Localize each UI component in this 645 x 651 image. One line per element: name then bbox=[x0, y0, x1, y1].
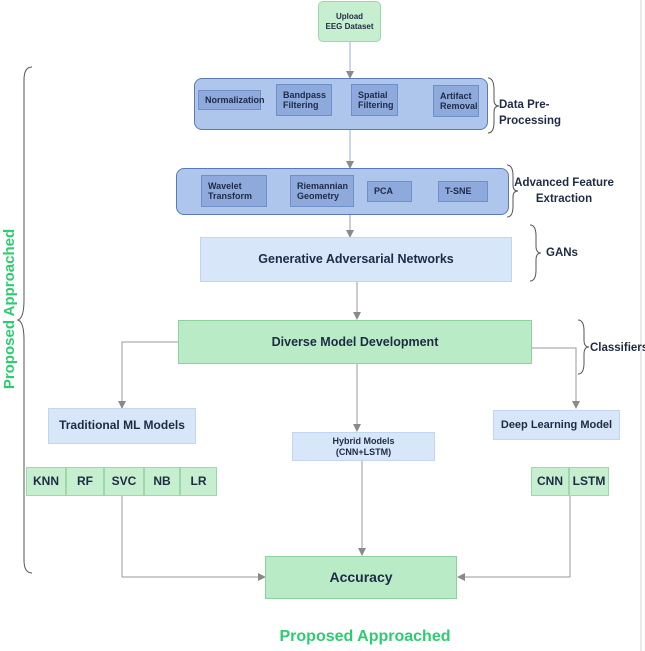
upload-dataset-box: Upload EEG Dataset bbox=[318, 1, 381, 42]
dl-item-lstm: LSTM bbox=[569, 467, 609, 496]
dl-item-cnn: CNN bbox=[531, 467, 569, 496]
feature-item-wavelet: Wavelet Transform bbox=[201, 175, 267, 207]
brace-classifiers bbox=[577, 319, 590, 375]
brace-gans bbox=[529, 224, 542, 282]
arrow-models-traditional bbox=[118, 341, 178, 409]
arrow-models-deep bbox=[532, 347, 580, 409]
preproc-item-bandpass: Bandpass Filtering bbox=[276, 84, 332, 116]
figure-caption: Proposed Approached bbox=[279, 628, 451, 645]
accuracy-box: Accuracy bbox=[265, 556, 457, 599]
traditional-ml-box: Traditional ML Models bbox=[48, 408, 196, 444]
preproc-item-normalization: Normalization bbox=[198, 90, 265, 110]
hybrid-models-box: Hybrid Models (CNN+LSTM) bbox=[292, 432, 435, 461]
brace-features bbox=[506, 164, 519, 218]
ml-item-knn: KNN bbox=[26, 467, 66, 496]
ml-item-lr: LR bbox=[180, 467, 217, 496]
arrow-traditional-accuracy bbox=[121, 495, 266, 581]
classifiers-label: Classifiers bbox=[590, 342, 645, 354]
features-label: Advanced Feature Extraction bbox=[514, 177, 614, 205]
feature-item-riemannian: Riemannian Geometry bbox=[290, 175, 354, 207]
left-brace bbox=[16, 66, 33, 574]
brace-preprocessing bbox=[487, 77, 500, 134]
model-development-box: Diverse Model Development bbox=[178, 320, 532, 364]
preproc-item-spatial: Spatial Filtering bbox=[351, 84, 398, 116]
arrow-deep-accuracy bbox=[457, 496, 571, 581]
preprocessing-label: Data Pre-Processing bbox=[499, 99, 561, 127]
preproc-item-artifact: Artifact Removal bbox=[433, 85, 479, 117]
gans-box: Generative Adversarial Networks bbox=[200, 237, 512, 282]
feature-item-pca: PCA bbox=[367, 181, 412, 202]
ml-item-nb: NB bbox=[144, 467, 180, 496]
ml-item-rf: RF bbox=[66, 467, 104, 496]
deep-learning-box: Deep Learning Model bbox=[493, 410, 620, 440]
feature-item-tsne: T-SNE bbox=[438, 181, 488, 202]
ml-item-svc: SVC bbox=[104, 467, 144, 496]
gans-label: GANs bbox=[546, 247, 578, 259]
left-vertical-label: Proposed Approached bbox=[1, 228, 18, 390]
